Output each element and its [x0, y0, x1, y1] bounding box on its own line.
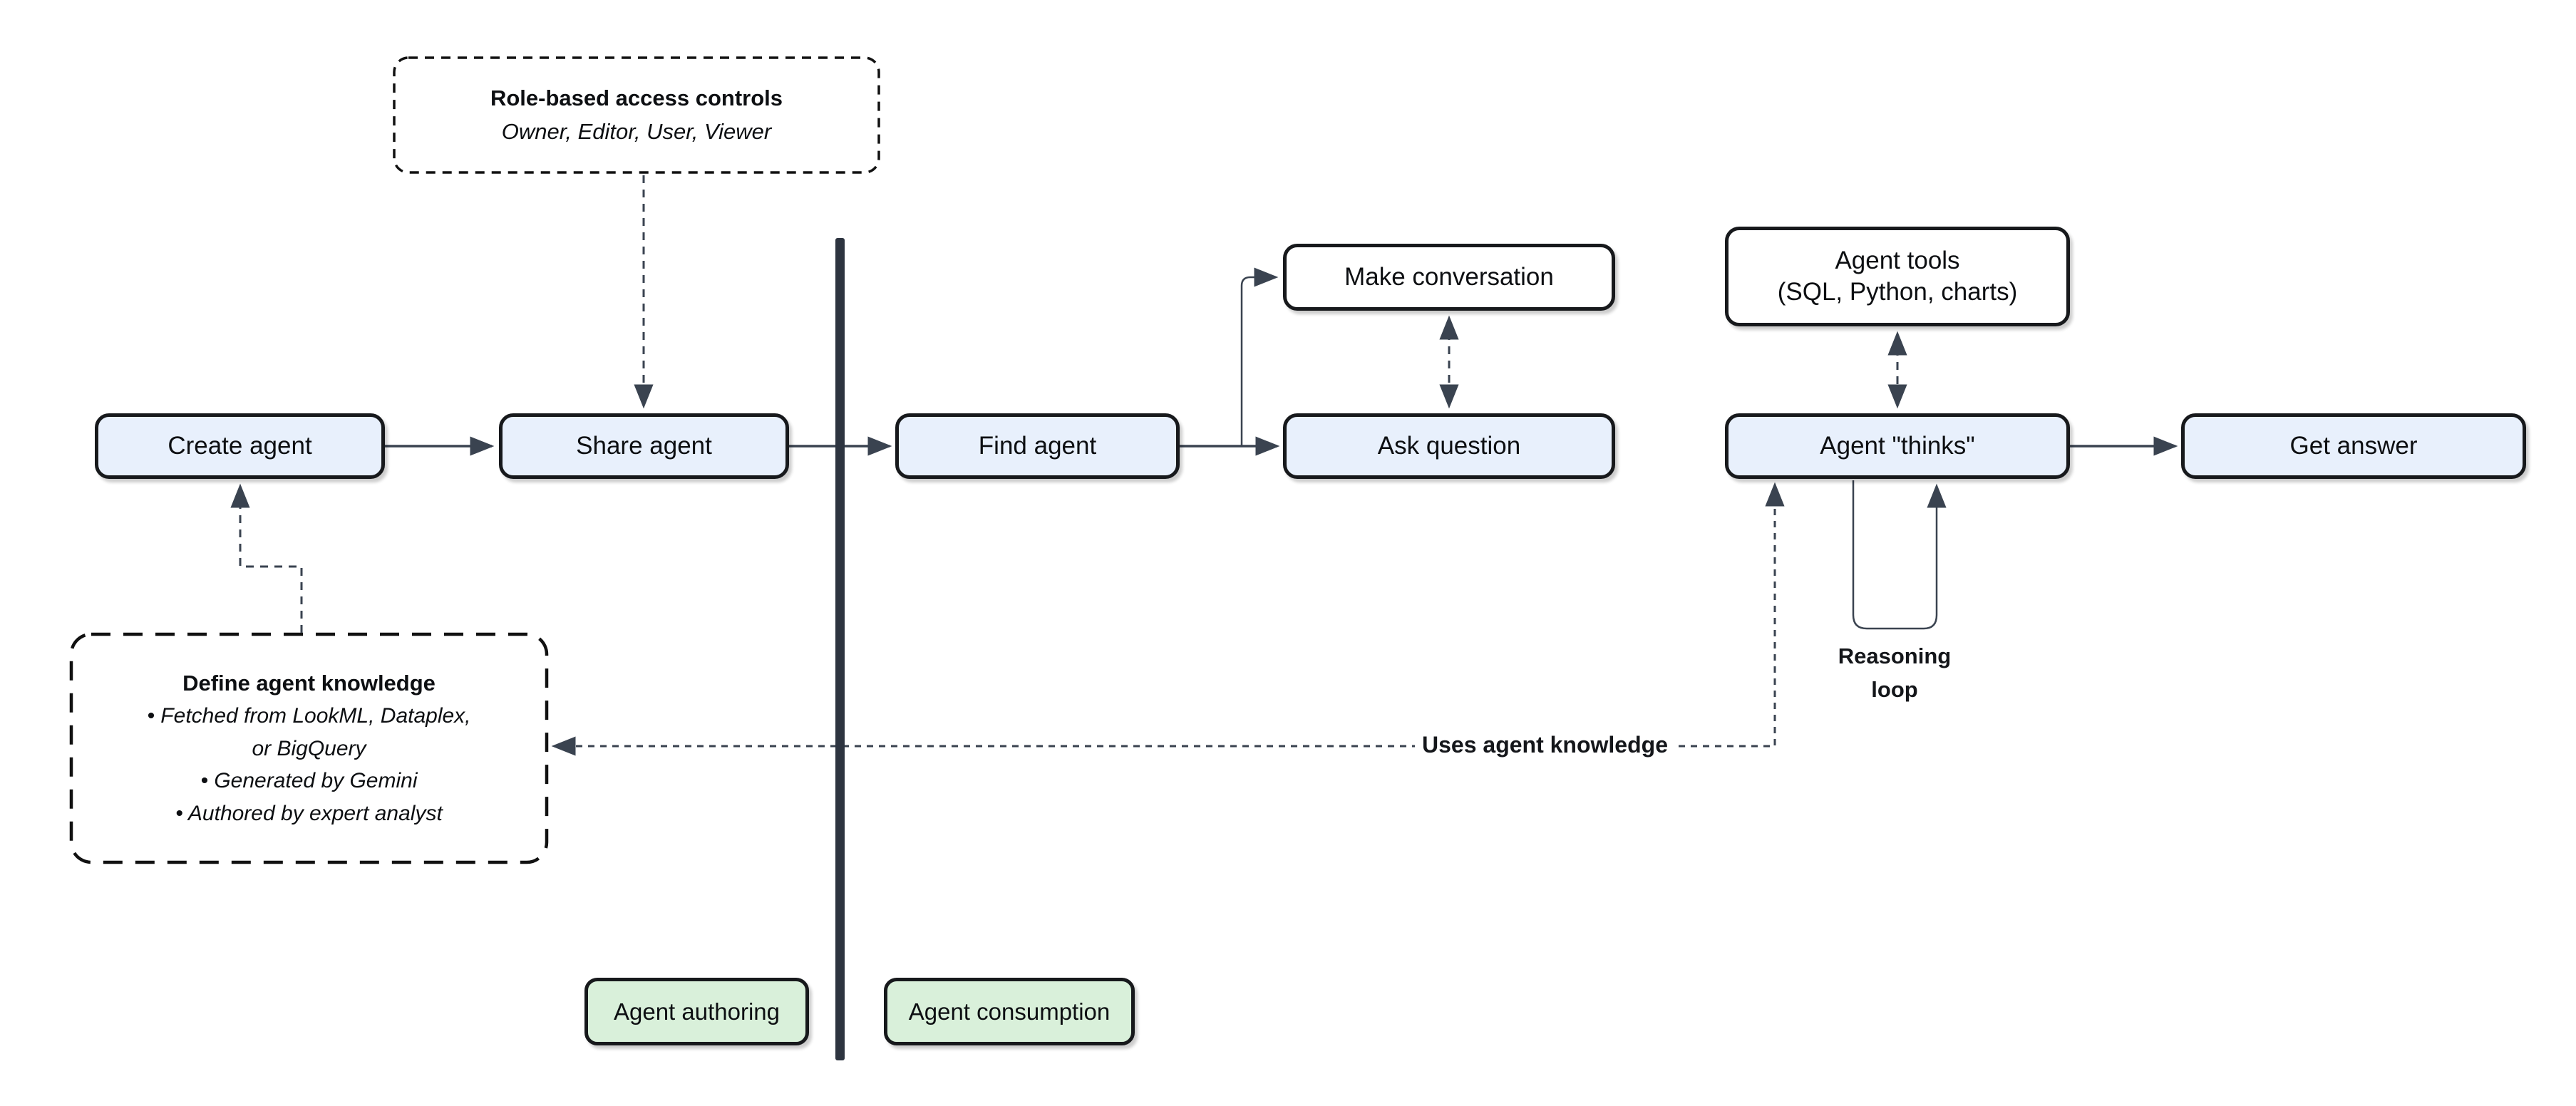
node-agent-thinks: Agent "thinks" [1725, 413, 2070, 479]
callout-role-based-access: Role-based access controls Owner, Editor… [394, 58, 879, 172]
zone-agent-consumption-label: Agent consumption [908, 998, 1111, 1025]
node-ask-question: Ask question [1283, 413, 1615, 479]
node-share-agent: Share agent [499, 413, 789, 479]
node-agent-tools-line2: (SQL, Python, charts) [1777, 278, 2018, 306]
arrow-knowledge-to-create [230, 483, 303, 633]
node-agent-tools-line1: Agent tools [1835, 247, 1960, 275]
node-make-conversation-label: Make conversation [1344, 263, 1554, 291]
node-find-agent-label: Find agent [978, 432, 1097, 460]
zone-agent-authoring-label: Agent authoring [613, 998, 780, 1025]
knowledge-bullet-1: • Fetched from LookML, Dataplex, [147, 704, 471, 728]
knowledge-callout-border [69, 632, 549, 864]
stage-divider [835, 238, 845, 1060]
node-get-answer: Get answer [2181, 413, 2526, 479]
callout-define-agent-knowledge: Define agent knowledge • Fetched from Lo… [71, 634, 547, 862]
node-get-answer-label: Get answer [2289, 432, 2418, 460]
knowledge-title: Define agent knowledge [182, 670, 436, 696]
node-find-agent: Find agent [895, 413, 1180, 479]
knowledge-bullet-1-wrap: or BigQuery [252, 736, 366, 760]
knowledge-bullet-3: • Authored by expert analyst [175, 801, 443, 825]
node-agent-thinks-label: Agent "thinks" [1820, 432, 1975, 460]
node-ask-question-label: Ask question [1377, 432, 1521, 460]
zone-agent-authoring: Agent authoring [584, 978, 809, 1045]
node-agent-tools: Agent tools (SQL, Python, charts) [1725, 227, 2070, 326]
label-uses-agent-knowledge: Uses agent knowledge [1415, 730, 1675, 760]
rbac-callout-border [393, 56, 880, 174]
arrow-find-to-make-conversation [1240, 267, 1279, 446]
knowledge-bullet-2: • Generated by Gemini [200, 769, 418, 793]
arrow-uses-agent-knowledge [551, 482, 1785, 756]
zone-agent-consumption: Agent consumption [884, 978, 1135, 1045]
node-share-agent-label: Share agent [576, 432, 712, 460]
rbac-roles: Owner, Editor, User, Viewer [501, 118, 772, 144]
node-make-conversation: Make conversation [1283, 244, 1615, 311]
arrow-reasoning-loop [1852, 480, 1947, 630]
node-create-agent-label: Create agent [168, 432, 312, 460]
rbac-title: Role-based access controls [490, 86, 783, 110]
node-create-agent: Create agent [95, 413, 385, 479]
label-reasoning-loop: Reasoning loop [1838, 644, 1952, 702]
